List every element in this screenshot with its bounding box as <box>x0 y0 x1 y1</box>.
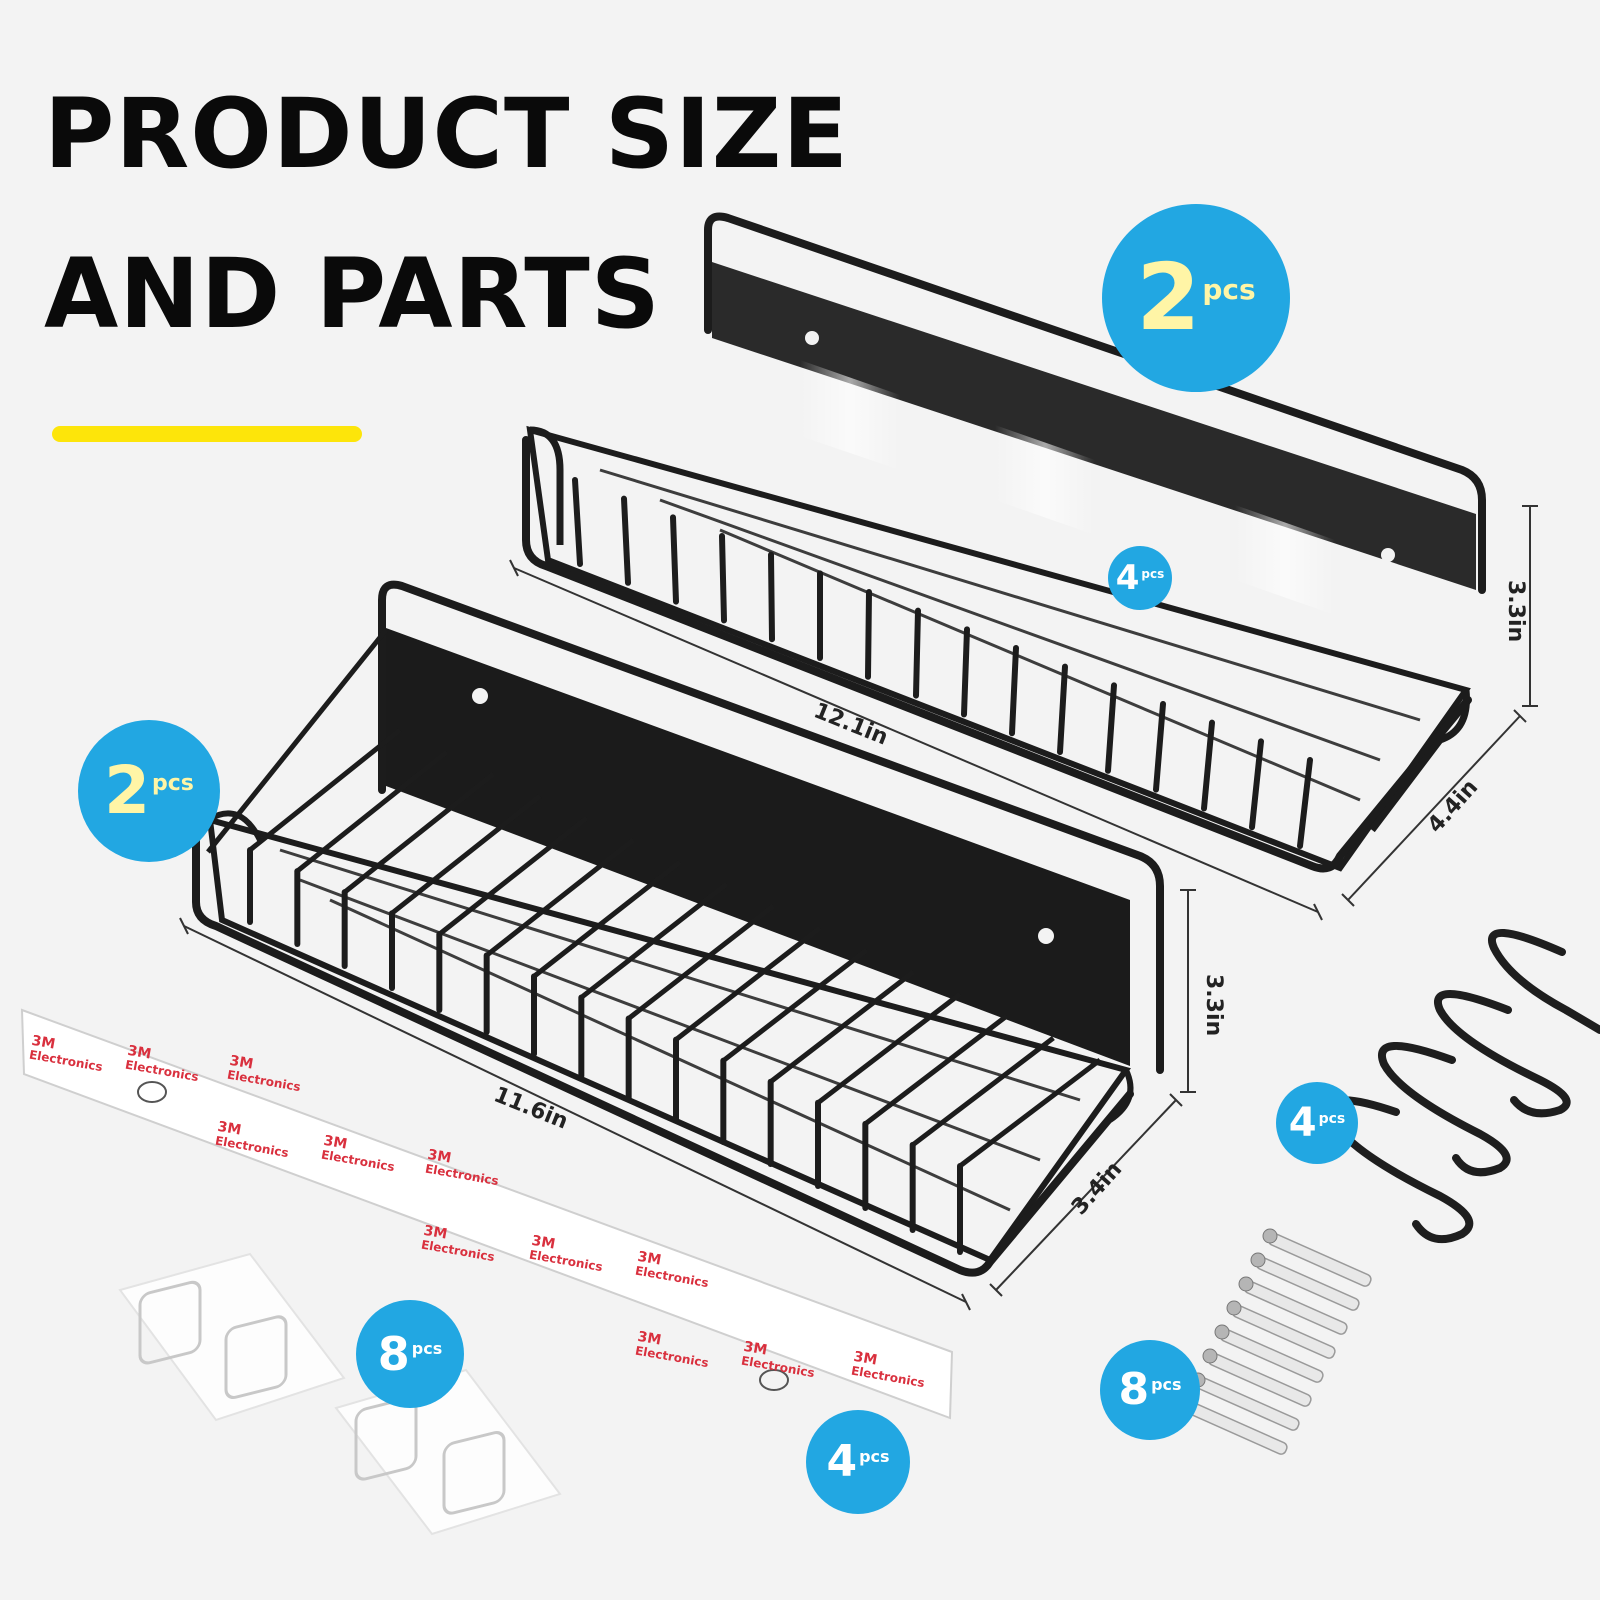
heading-line-2: AND PARTS <box>44 238 661 350</box>
top-height-label: 3.3in <box>1503 580 1528 643</box>
wire-rack-shelf-icon <box>192 580 1164 1277</box>
wire-rack-shelf-icon <box>522 212 1486 873</box>
heading-line-1: PRODUCT SIZE <box>44 78 849 190</box>
badge-tape-count: 4 pcs <box>806 1410 910 1514</box>
accent-underline <box>52 426 362 442</box>
badge-hooks-count: 4 pcs <box>1276 1082 1358 1164</box>
badge-screws-count: 8 pcs <box>1100 1340 1200 1440</box>
badge-bottom-rack-count: 2 pcs <box>78 720 220 862</box>
badge-adhesive-pads-count: 8 pcs <box>356 1300 464 1408</box>
badge-top-middle-count: 4 pcs <box>1108 546 1172 610</box>
bottom-height-label: 3.3in <box>1201 974 1226 1037</box>
bottom-rack-dimension-lines <box>179 889 1196 1311</box>
s-hook-icon <box>1326 928 1600 1244</box>
adhesive-tape-icon <box>20 1008 954 1420</box>
adhesive-hook-icon <box>118 1252 562 1536</box>
badge-top-rack-count: 2 pcs <box>1102 204 1290 392</box>
wall-screw-icon <box>1178 1228 1372 1455</box>
top-rack-dimension-lines <box>509 505 1538 921</box>
